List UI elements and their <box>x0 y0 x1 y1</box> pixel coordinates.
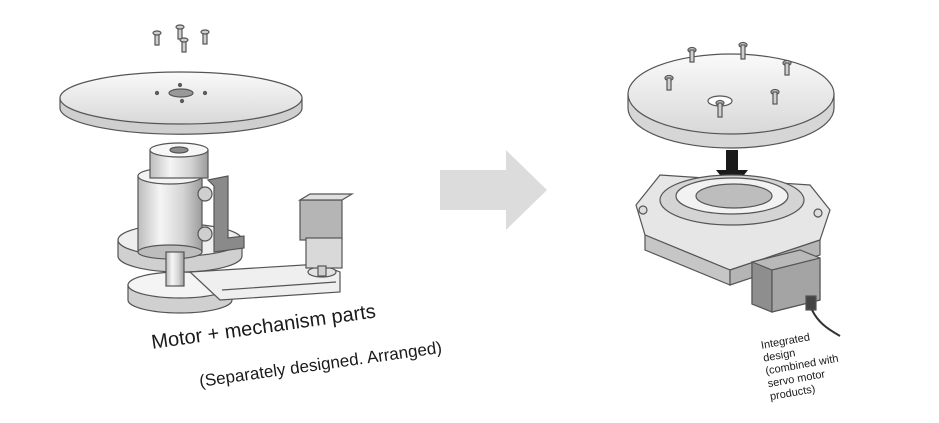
right-plate-screws <box>664 41 792 118</box>
left-screws <box>152 24 210 53</box>
left-figure-separate-parts <box>59 24 355 314</box>
left-bearing-bracket <box>197 175 245 253</box>
right-servo-motor <box>751 249 841 337</box>
left-turntable-plate <box>59 71 303 135</box>
right-top-plate <box>627 53 835 149</box>
left-cylinder-housing <box>137 142 209 287</box>
right-figure-integrated <box>627 41 841 337</box>
left-stepper-motor <box>297 193 355 277</box>
transition-arrow <box>440 150 547 230</box>
